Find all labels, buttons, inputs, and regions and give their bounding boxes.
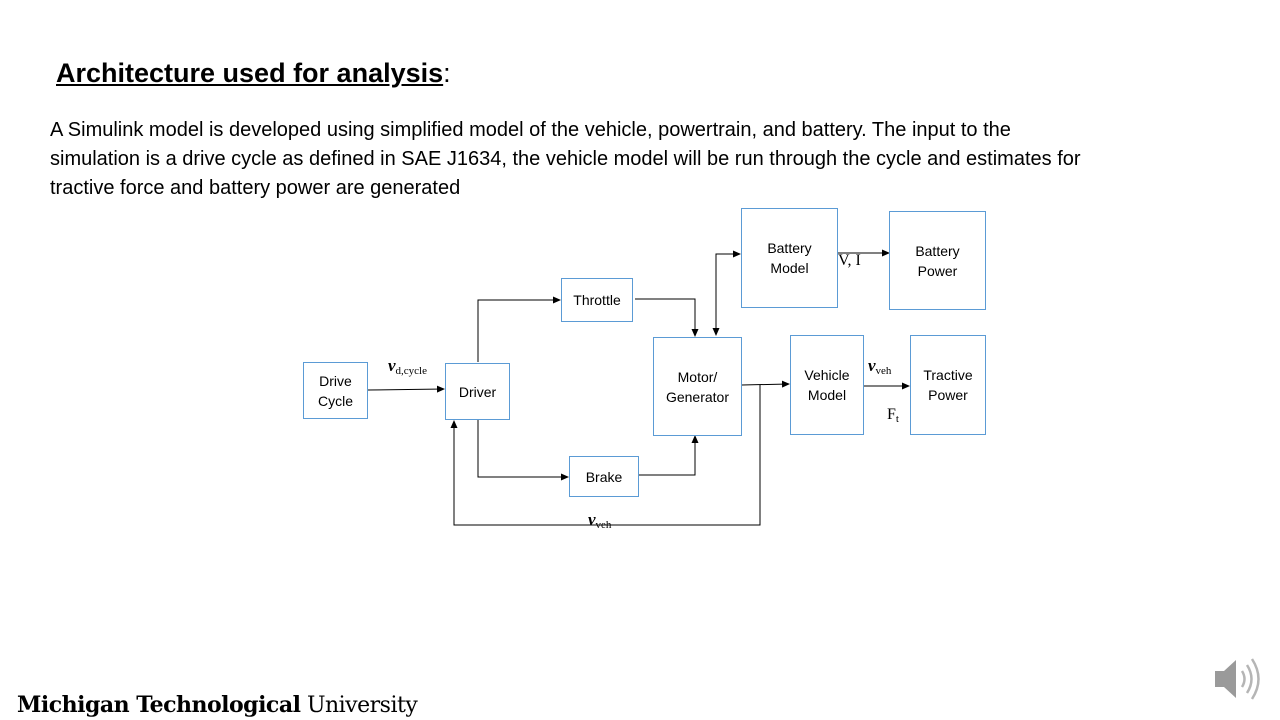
signal-v-i: V, I [838,252,861,270]
brand-bold: Michigan Technological [17,692,301,718]
wire-driver-throttle [477,296,561,362]
battery-model-line-2: Model [770,260,809,276]
slide-body: A Simulink model is developed using simp… [50,116,1210,203]
wire-battery-motor [712,250,741,336]
slide-title: Architecture used for analysis: [56,58,451,89]
signal-f-t-sub: t [895,413,899,425]
tractive-power-line-1: Tractive [923,367,973,383]
block-throttle: Throttle [561,278,633,322]
block-driver: Driver [445,363,510,420]
title-text: Architecture used for analysis [56,58,444,88]
drive-cycle-line-2: Cycle [317,392,353,409]
wire-feedback-vveh [450,385,761,526]
wire-driver-brake [477,420,569,481]
wire-motor-vehicle [741,380,790,388]
wire-drivecycle-driver [367,385,445,393]
block-brake: Brake [569,456,639,497]
signal-v-i-text: V, I [838,252,861,269]
speaker-icon[interactable] [1212,654,1266,704]
signal-f-t: Ft [887,406,899,425]
signal-v-veh-out-sub: veh [875,365,892,377]
battery-power-line-2: Power [917,262,958,279]
drive-cycle-line-1: Drive [319,372,352,389]
body-line-1: A Simulink model is developed using simp… [50,119,1011,141]
signal-v-dcycle: vd,cycle [388,356,427,377]
university-logo: Michigan Technological University [17,692,418,718]
signal-v-veh-out-symbol: v [868,356,876,375]
battery-power-line-1: Battery [915,242,960,259]
throttle-label: Throttle [573,292,621,308]
wire-brake-motor [639,435,699,476]
motor-generator-line-2: Generator [665,388,730,405]
signal-f-t-symbol: F [887,406,896,423]
body-line-2: simulation is a drive cycle as defined i… [50,148,1081,170]
brake-label: Brake [585,468,623,485]
signal-v-veh-feedback: vveh [588,510,611,531]
signal-v-dcycle-symbol: v [388,356,396,375]
signal-v-veh-out: vveh [868,356,891,377]
driver-label: Driver [458,383,497,400]
battery-model-line-1: Battery [767,240,812,256]
tractive-power-line-2: Power [928,387,968,403]
body-line-3: tractive force and battery power are gen… [50,177,461,199]
title-colon: : [443,58,451,88]
signal-v-veh-feedback-symbol: v [588,510,596,529]
vehicle-model-line-2: Model [807,387,847,403]
motor-generator-line-1: Motor/ [677,368,718,385]
wire-throttle-motor [635,298,699,337]
block-motor-generator: Motor/Generator [653,337,742,436]
signal-v-dcycle-sub: d,cycle [395,365,427,377]
brand-regular: University [306,693,418,718]
vehicle-model-line-1: Vehicle [804,367,850,383]
signal-v-veh-feedback-sub: veh [595,519,612,531]
